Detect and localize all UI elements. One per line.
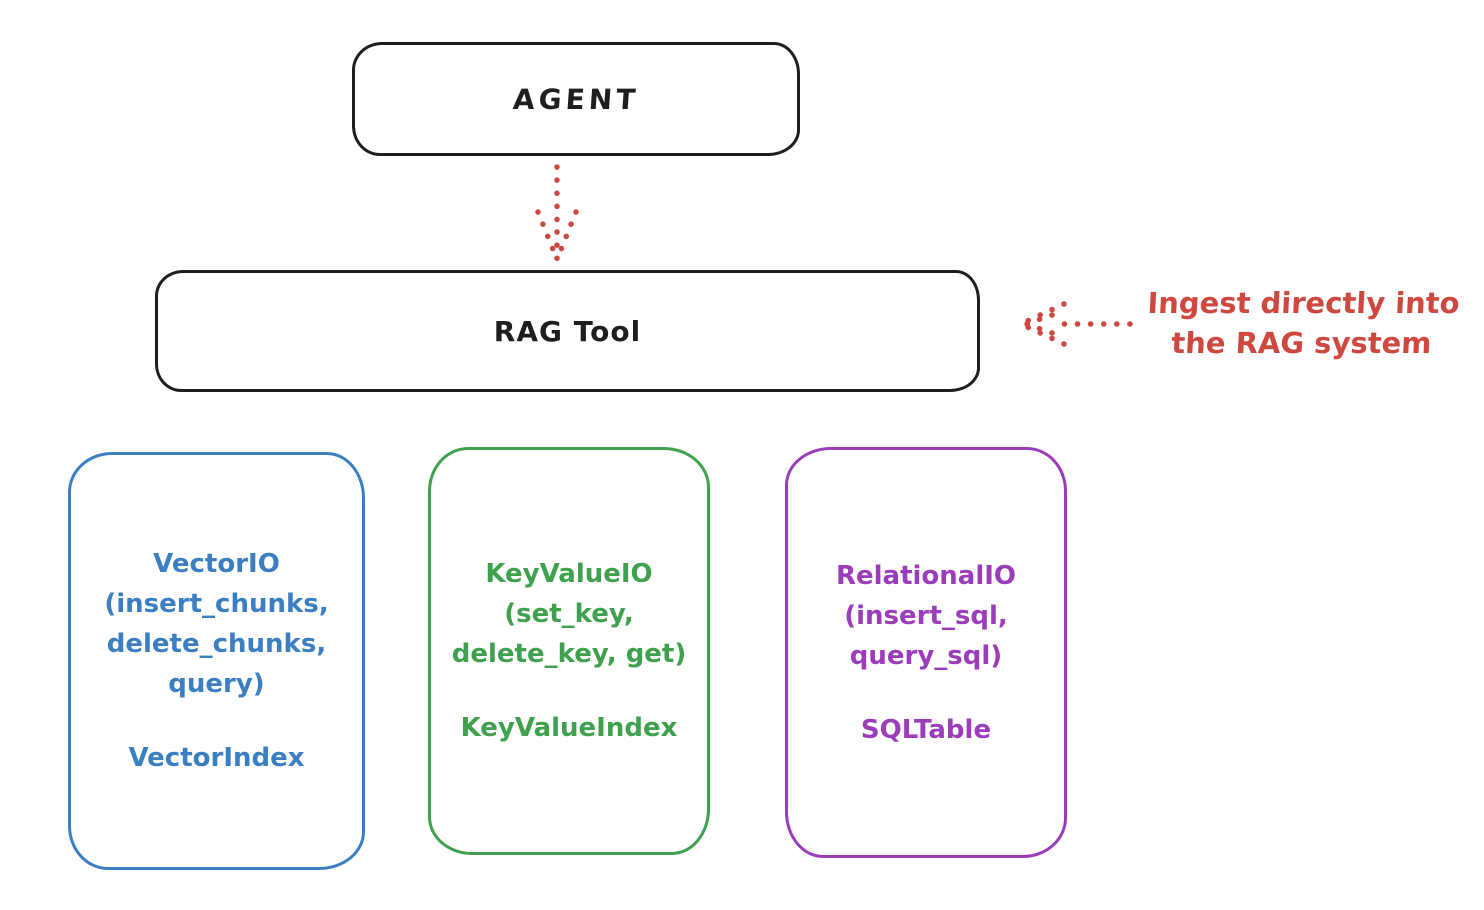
rag-tool-label: RAG Tool [493, 314, 642, 348]
rag-tool-box: RAG Tool [155, 270, 980, 392]
card-relational-io: RelationalIO (insert_sql, query_sql) SQL… [785, 447, 1067, 858]
sql-table-label: SQLTable [860, 714, 992, 745]
agent-box: AGENT [352, 42, 800, 156]
card-vector-io: VectorIO (insert_chunks, delete_chunks, … [68, 452, 365, 870]
relational-io-methods: RelationalIO (insert_sql, query_sql) [835, 560, 1017, 671]
keyvalue-index-label: KeyValueIndex [460, 713, 678, 743]
vector-index-label: VectorIndex [128, 743, 305, 773]
dotted-left-arrow-icon [1020, 301, 1133, 347]
ingest-annotation: Ingest directly into the RAG system [1146, 286, 1461, 360]
vector-io-methods: VectorIO (insert_chunks, delete_chunks, … [104, 549, 329, 699]
card-keyvalue-io: KeyValueIO (set_key, delete_key, get) Ke… [428, 447, 710, 855]
agent-label: AGENT [511, 82, 641, 116]
dotted-down-arrow-icon [535, 164, 579, 262]
keyvalue-io-methods: KeyValueIO (set_key, delete_key, get) [451, 559, 687, 669]
